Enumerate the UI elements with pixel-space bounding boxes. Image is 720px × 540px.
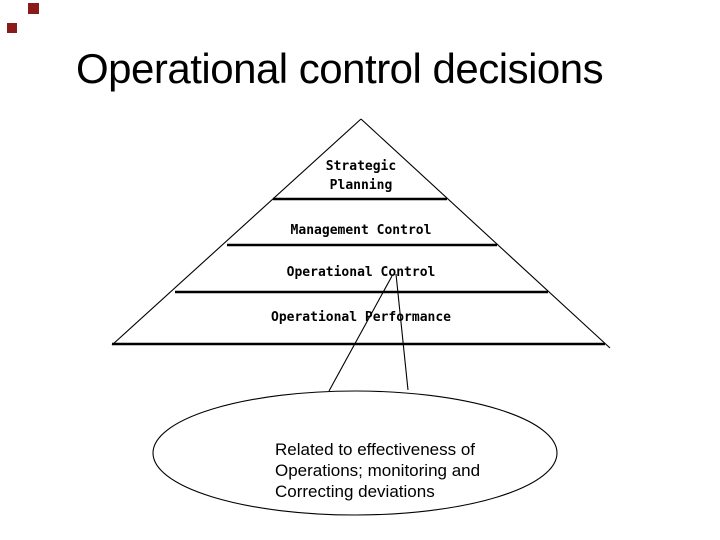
callout-connector-left [328, 275, 393, 392]
callout-text-line: Related to effectiveness of [275, 440, 476, 459]
pyramid-level-label-line: Planning [329, 178, 393, 193]
callout-connector-right [395, 273, 409, 391]
decor-square-top [28, 3, 39, 14]
pyramid-right-side [360, 118, 611, 349]
callout-text-line: Correcting deviations [275, 482, 435, 501]
pyramid-level-management-control: Management Control [291, 221, 432, 240]
pyramid-level-label-line: Strategic [325, 159, 397, 174]
pyramid-level-operational-control: Operational Control [287, 263, 436, 282]
pyramid-level-label-line: Operational Control [286, 265, 436, 280]
decor-square-bottom [7, 23, 17, 33]
pyramid-level-strategic-planning: Strategic Planning [326, 157, 396, 195]
slide-title: Operational control decisions [76, 45, 604, 92]
pyramid-level-label-line: Operational Performance [270, 310, 452, 325]
pyramid-level-label-line: Management Control [290, 223, 432, 238]
callout-ellipse [152, 390, 558, 516]
callout-text-line: Operations; monitoring and [275, 461, 481, 480]
pyramid-left-side [111, 118, 362, 346]
pyramid-level-operational-performance: Operational Performance [271, 308, 451, 327]
callout-text: Related to effectiveness of Operations; … [275, 439, 480, 502]
